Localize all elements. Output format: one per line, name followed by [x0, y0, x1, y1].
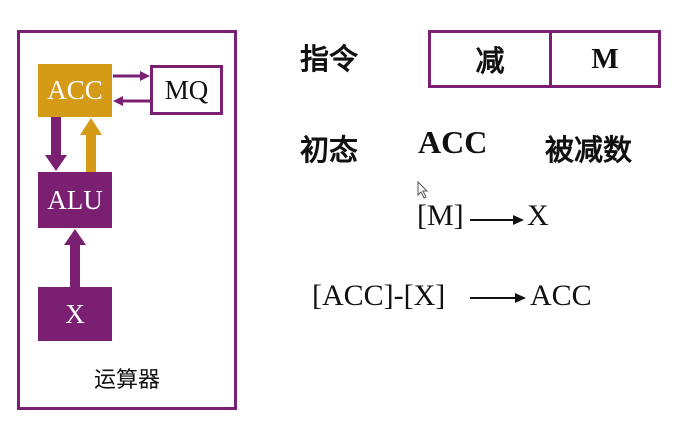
- instruction-format-box: 减 M: [428, 30, 661, 88]
- step2-arrowhead: [515, 293, 526, 303]
- acc-to-mq-arrowhead: [140, 71, 150, 81]
- x-register-block: X: [38, 287, 112, 341]
- step2-destination: ACC: [530, 279, 592, 312]
- step2-source: [ACC]-[X]: [312, 279, 446, 312]
- alu-unit-caption: 运算器: [93, 368, 160, 393]
- mq-to-acc-arrowhead: [113, 96, 123, 106]
- acc-register-block: ACC: [38, 64, 112, 117]
- alu-unit-frame: [17, 30, 237, 410]
- mq-register-label: MQ: [164, 74, 209, 105]
- step1-destination: X: [527, 199, 549, 232]
- alu-to-acc-arrowhead: [80, 118, 102, 135]
- step1-arrowhead: [513, 215, 524, 225]
- acc-to-alu-arrow: [51, 117, 61, 157]
- alu-label: ALU: [47, 184, 103, 215]
- mouse-cursor-icon: [417, 180, 429, 199]
- acc-register-label: ACC: [47, 75, 103, 105]
- alu-block: ALU: [38, 172, 112, 228]
- opcode-cell: 减: [431, 33, 552, 85]
- x-to-alu-arrowhead: [64, 229, 86, 245]
- initial-state-label: 初态: [300, 133, 359, 167]
- instruction-label: 指令: [300, 42, 359, 76]
- alu-to-acc-arrow: [86, 133, 96, 172]
- initial-state-value: 被减数: [545, 133, 633, 167]
- x-register-label: X: [65, 298, 85, 329]
- mq-register-block: MQ: [150, 65, 223, 115]
- initial-state-register: ACC: [418, 124, 488, 160]
- step1-source: [M]: [417, 199, 464, 232]
- x-to-alu-arrow: [70, 243, 80, 287]
- acc-to-alu-arrowhead: [45, 155, 67, 171]
- address-cell: M: [591, 42, 619, 75]
